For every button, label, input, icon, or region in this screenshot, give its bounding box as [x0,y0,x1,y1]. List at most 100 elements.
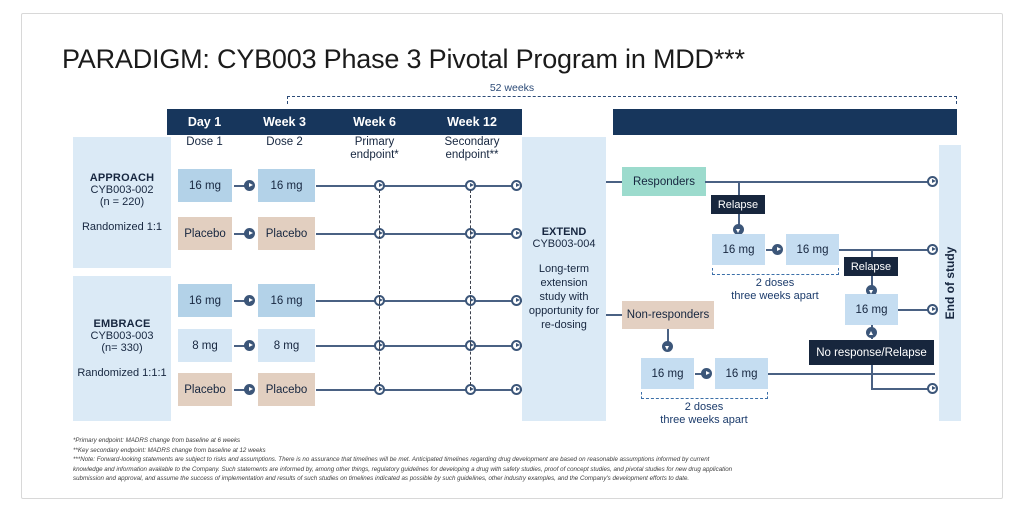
approach-arm2-connector-line [234,233,246,235]
timeline-span-label: 52 weeks [489,82,535,94]
responder-redose-end-marker [927,244,938,255]
embrace-arm3-extend-marker [511,384,522,395]
header-week-3: Week 3 [263,115,306,129]
no-response-up-marker [866,327,877,338]
non-responder-redose-bracket [641,392,768,399]
final-redose-to-end-line [898,309,935,311]
embrace-arm2-timeline [316,345,522,347]
footnote-forward-looking-1: ***Note: Forward-looking statements are … [73,456,710,464]
embrace-arm2-dose2-box[interactable]: 8 mg [258,329,315,362]
study-code-embrace: CYB003-003 [90,330,154,342]
study-panel-embrace: EMBRACE CYB003-003 (n= 330) Randomized 1… [73,276,171,421]
page-title: PARADIGM: CYB003 Phase 3 Pivotal Program… [62,44,745,74]
subheader-primary-endpoint: Primary endpoint* [350,136,399,161]
approach-arm2-extend-marker [511,228,522,239]
final-redose-end-marker [927,304,938,315]
responders-box[interactable]: Responders [622,167,706,196]
non-responder-redose-connector-line [695,373,704,375]
week12-guide-line [470,190,471,390]
study-name-approach: APPROACH [89,172,155,184]
approach-arm2-dose2-box[interactable]: Placebo [258,217,315,250]
study-rand-embrace: Randomized 1:1:1 [77,367,167,379]
approach-arm2-timeline [316,233,522,235]
non-responder-redose-1-box[interactable]: 16 mg [641,358,694,389]
embrace-arm2-connector-marker [244,340,255,351]
study-panel-approach: APPROACH CYB003-002 (n = 220) Randomized… [73,137,171,268]
extension-header-bar-right [613,109,957,135]
embrace-arm2-connector-line [234,345,246,347]
embrace-arm1-dose2-box[interactable]: 16 mg [258,284,315,317]
responders-to-end-line [705,181,935,183]
end-of-study-label: End of study [943,246,957,320]
non-responders-to-dose-line [667,329,669,345]
responder-redose-1-box[interactable]: 16 mg [712,234,765,265]
responder-redose-connector-line [766,249,775,251]
subheader-dose-2: Dose 2 [266,136,303,148]
study-n-embrace: (n= 330) [101,342,143,354]
responders-to-relapse1-line [738,181,740,198]
embrace-arm1-connector-line [234,300,246,302]
slide-frame [21,13,1003,499]
study-code-approach: CYB003-002 [90,184,154,196]
non-responder-redose-caption: 2 doses three weeks apart [660,401,748,426]
responder-redose-bracket [712,268,839,275]
non-responders-inbound-line [606,314,624,316]
approach-arm1-timeline [316,185,522,187]
header-week-6: Week 6 [353,115,396,129]
relapse1-to-dose-line [738,214,740,228]
header-week-12: Week 12 [447,115,497,129]
responders-inbound-line [606,181,624,183]
responder-redose-caption: 2 doses three weeks apart [731,277,819,302]
extend-description: Long-term extension study with opportuni… [528,263,600,331]
embrace-arm1-dose1-box[interactable]: 16 mg [178,284,232,317]
week6-guide-line [379,190,380,390]
no-response-relapse-box[interactable]: No response/Relapse [809,340,934,365]
approach-arm2-connector-marker [244,228,255,239]
relapse2-to-dose-line [871,276,873,289]
non-responders-box[interactable]: Non-responders [622,301,714,329]
non-responder-redose-2-box[interactable]: 16 mg [715,358,768,389]
approach-arm1-connector-line [234,185,246,187]
embrace-arm3-dose1-box[interactable]: Placebo [178,373,232,406]
extend-panel: EXTEND CYB003-004 Long-term extension st… [522,137,606,421]
study-name-embrace: EMBRACE [93,318,151,330]
to-relapse2-line [871,249,873,260]
approach-arm1-dose2-box[interactable]: 16 mg [258,169,315,202]
approach-arm1-dose1-box[interactable]: 16 mg [178,169,232,202]
approach-arm2-dose1-box[interactable]: Placebo [178,217,232,250]
subheader-secondary-endpoint: Secondary endpoint** [444,136,500,161]
responder-redose-to-end-line [839,249,935,251]
study-rand-approach: Randomized 1:1 [81,221,163,233]
approach-arm1-extend-marker [511,180,522,191]
embrace-arm2-extend-marker [511,340,522,351]
extend-name: EXTEND [541,226,587,238]
footnote-secondary-endpoint: **Key secondary endpoint: MADRS change f… [73,446,266,454]
approach-arm1-connector-marker [244,180,255,191]
responders-end-marker [927,176,938,187]
non-responders-down-marker [662,341,673,352]
relapse-badge-2[interactable]: Relapse [844,257,898,276]
timeline-header-bar-left [167,109,522,135]
no-response-end-marker [927,383,938,394]
footnotes: *Primary endpoint: MADRS change from bas… [73,437,883,485]
no-response-to-end-line [871,365,873,389]
embrace-arm1-timeline [316,300,522,302]
subheader-dose-1: Dose 1 [186,136,223,148]
relapse-badge-1[interactable]: Relapse [711,195,765,214]
study-n-approach: (n = 220) [99,196,145,208]
non-responder-redose-to-end-line [768,373,935,375]
embrace-arm1-extend-marker [511,295,522,306]
embrace-arm2-dose1-box[interactable]: 8 mg [178,329,232,362]
footnote-primary-endpoint: *Primary endpoint: MADRS change from bas… [73,437,241,444]
header-day-1: Day 1 [187,115,222,129]
embrace-arm3-dose2-box[interactable]: Placebo [258,373,315,406]
embrace-arm3-connector-line [234,389,246,391]
footnote-forward-looking-3: submission and approval, and assume the … [73,475,690,483]
responder-redose-connector-marker [772,244,783,255]
end-of-study-column: End of study [939,145,961,421]
no-response-end-line [871,388,935,390]
final-redose-box[interactable]: 16 mg [845,294,898,325]
extend-code: CYB003-004 [532,238,596,250]
responder-redose-2-box[interactable]: 16 mg [786,234,839,265]
timeline-span-bracket [287,96,957,104]
